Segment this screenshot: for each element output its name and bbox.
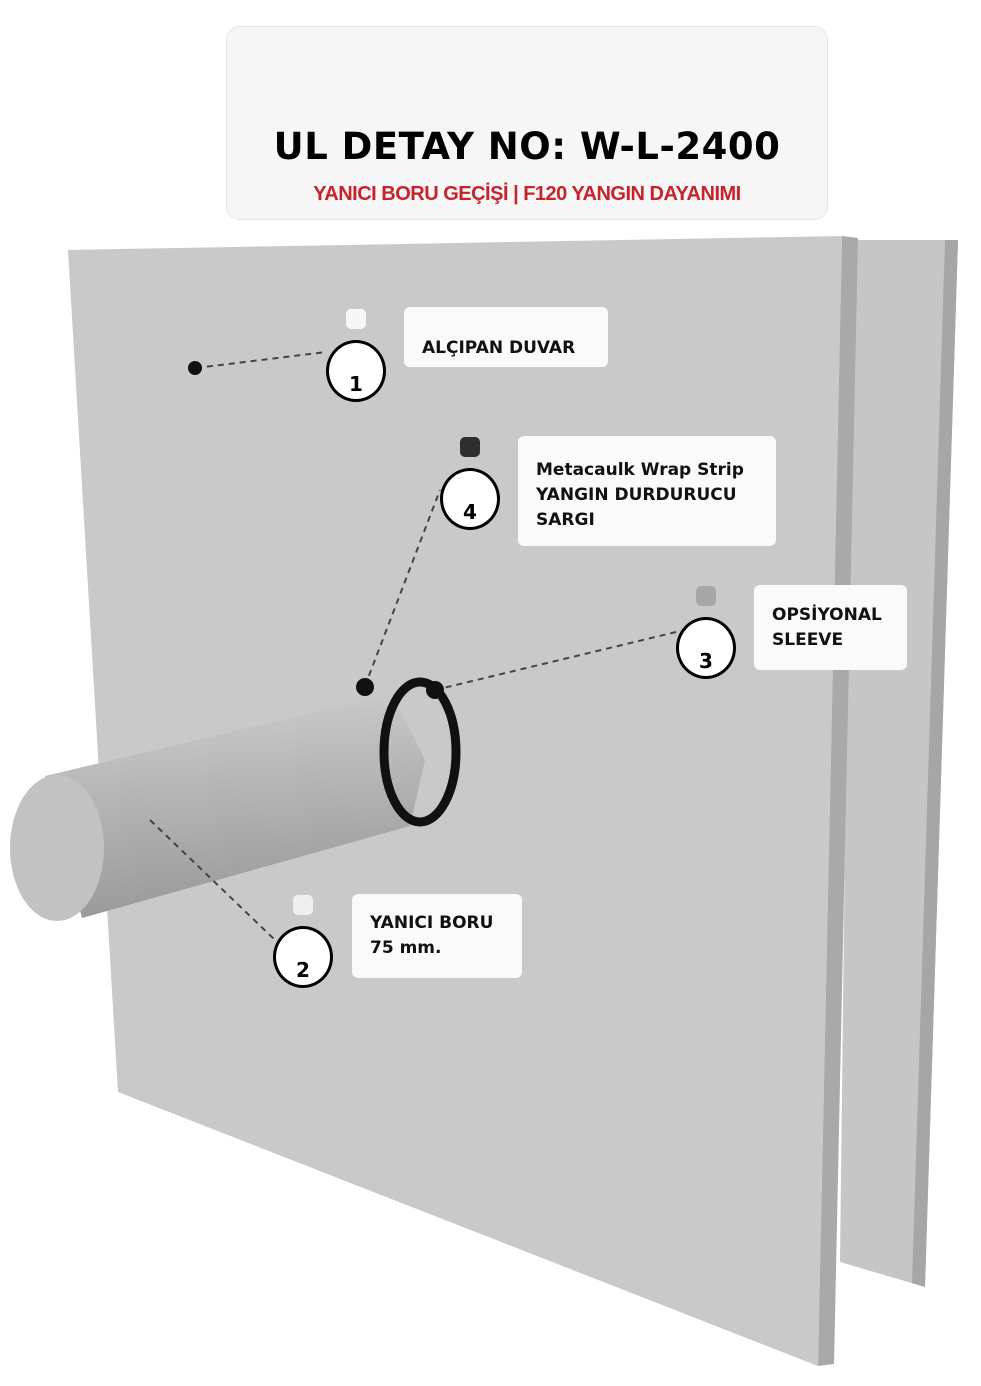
label-line: ALÇIPAN DUVAR bbox=[422, 337, 576, 358]
callout-number-text: 4 bbox=[463, 500, 477, 524]
callout-number-text: 3 bbox=[699, 649, 713, 673]
label-line: OPSİYONAL bbox=[772, 604, 882, 625]
pipe-end bbox=[10, 775, 104, 921]
marker-square-3 bbox=[696, 586, 716, 606]
label-line: Metacaulk Wrap Strip bbox=[536, 459, 744, 480]
callout-number-text: 1 bbox=[349, 372, 363, 396]
anchor-dot-3 bbox=[426, 681, 444, 699]
callout-label-2: YANICI BORU 75 mm. bbox=[352, 894, 522, 978]
callout-number-text: 2 bbox=[296, 958, 310, 982]
pipe-body bbox=[45, 694, 425, 918]
anchor-dot-1 bbox=[188, 361, 202, 375]
page-subtitle: YANICI BORU GEÇİŞİ | F120 YANGIN DAYANIM… bbox=[313, 183, 741, 205]
label-line: YANICI BORU bbox=[370, 913, 494, 933]
marker-square-1 bbox=[346, 309, 366, 329]
page-title: UL DETAY NO: W-L-2400 bbox=[273, 125, 781, 168]
front-wall-edge bbox=[818, 236, 858, 1366]
label-line: SLEEVE bbox=[772, 629, 844, 650]
label-line: 75 mm. bbox=[370, 938, 442, 958]
callout-number-1: 1 bbox=[326, 340, 386, 402]
callout-label-1: ALÇIPAN DUVAR bbox=[404, 307, 608, 367]
anchor-dot-4 bbox=[356, 678, 374, 696]
callout-number-3: 3 bbox=[676, 617, 736, 679]
marker-square-4 bbox=[460, 437, 480, 457]
title-card: UL DETAY NO: W-L-2400 YANICI BORU GEÇİŞİ… bbox=[226, 26, 828, 220]
leader-line-3 bbox=[434, 631, 677, 691]
marker-square-2 bbox=[293, 895, 313, 915]
label-line: SARGI bbox=[536, 509, 595, 530]
callout-label-4: Metacaulk Wrap Strip YANGIN DURDURUCU SA… bbox=[518, 436, 776, 546]
callout-number-4: 4 bbox=[440, 468, 500, 530]
pipe-ring-wrap-strip bbox=[379, 677, 461, 827]
leader-line-2 bbox=[149, 819, 276, 941]
label-line: YANGIN DURDURUCU bbox=[536, 484, 737, 505]
back-wall-edge bbox=[912, 240, 958, 1287]
callout-label-3: OPSİYONAL SLEEVE bbox=[754, 585, 907, 670]
leader-line-4 bbox=[364, 489, 441, 687]
callout-number-2: 2 bbox=[273, 926, 333, 988]
